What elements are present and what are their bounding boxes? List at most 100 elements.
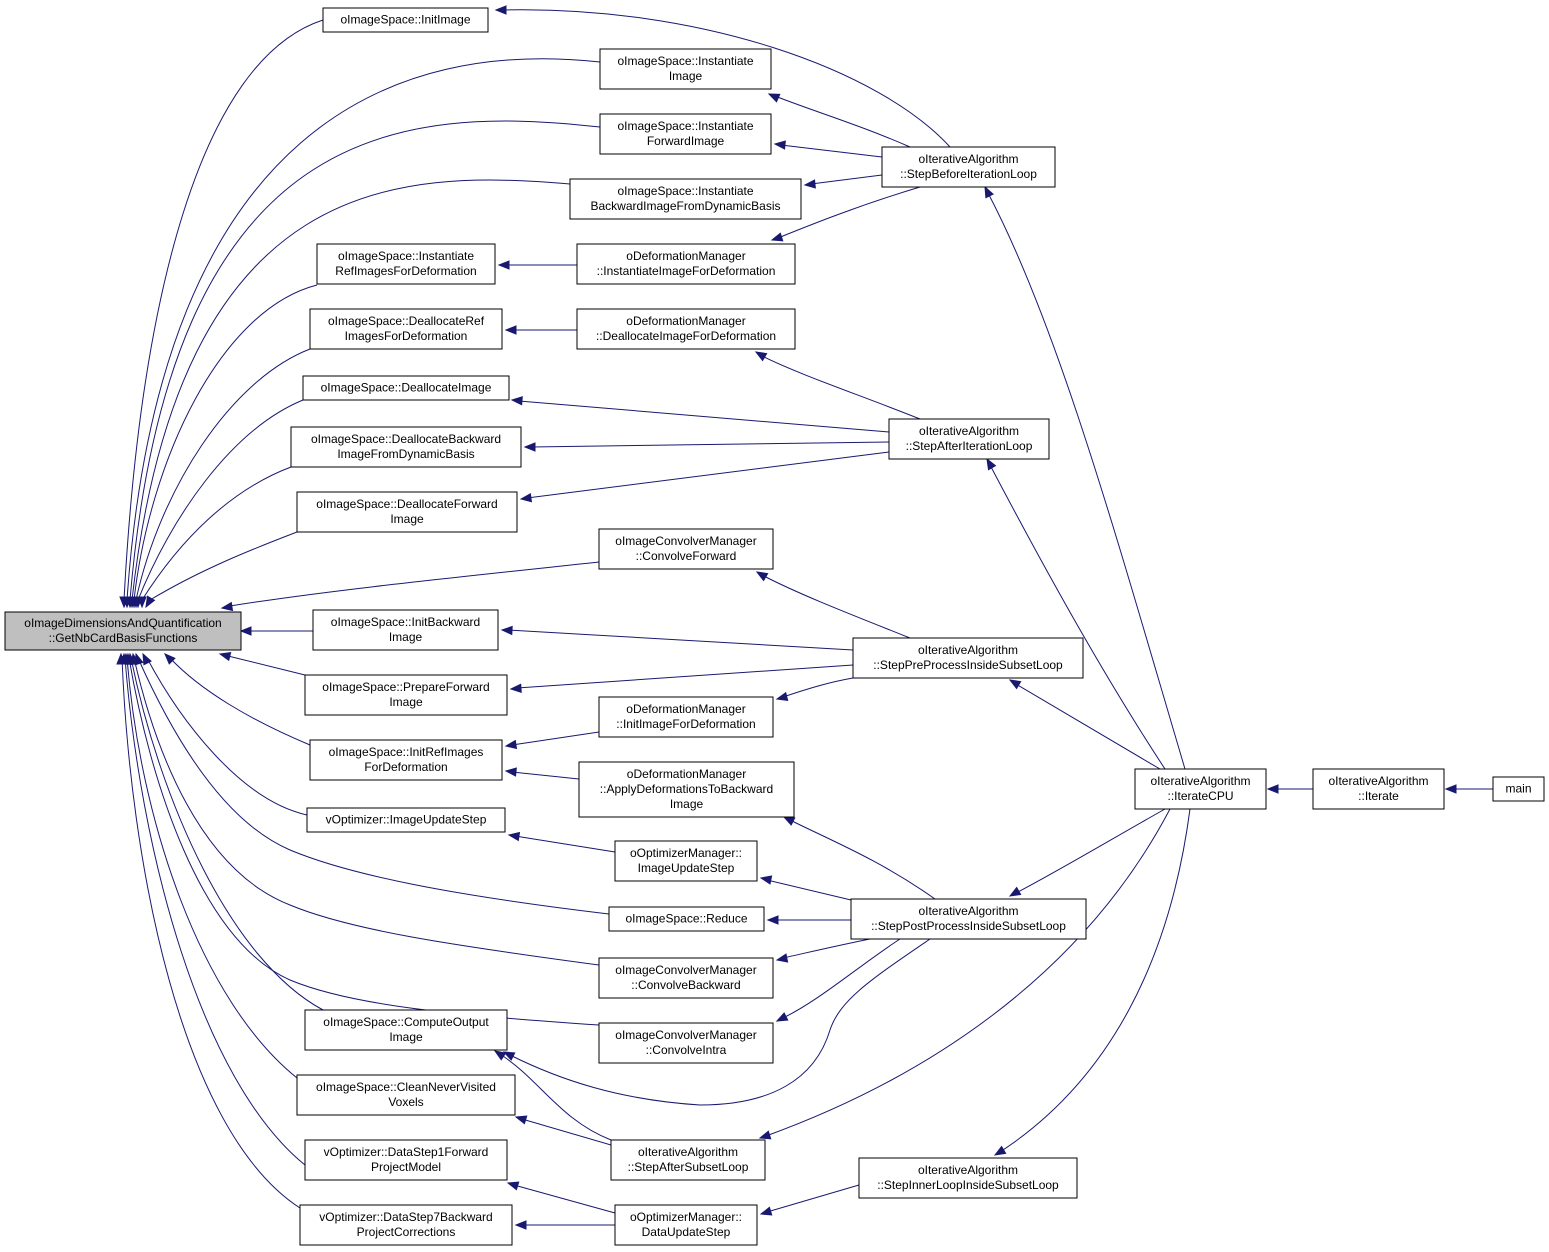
edge-c1-to-i5 [993, 808, 1191, 1156]
node-label-line: ::ConvolveIntra [646, 1043, 727, 1057]
node-label-line: ::StepPostProcessInsideSubsetLoop [871, 919, 1066, 933]
arrowhead-icon [510, 396, 523, 406]
graph-node-m9[interactable]: oImageConvolverManager::ConvolveIntra [598, 1022, 774, 1064]
edge-line [782, 677, 854, 698]
edge-line [513, 1184, 616, 1214]
edge-i3-to-m3 [755, 571, 911, 639]
edge-line [137, 657, 610, 915]
graph-node-m10[interactable]: oIterativeAlgorithm::StepAfterSubsetLoop [610, 1139, 766, 1181]
node-box [852, 637, 1084, 679]
node-label-line: ::ConvolveBackward [631, 978, 740, 992]
graph-node-n13[interactable]: vOptimizer::ImageUpdateStep [306, 807, 506, 833]
graph-node-i2[interactable]: oIterativeAlgorithm::StepAfterIterationL… [888, 418, 1050, 460]
graph-node-i5[interactable]: oIterativeAlgorithm::StepInnerLoopInside… [858, 1157, 1078, 1199]
edge-line [130, 657, 324, 1011]
graph-node-c2[interactable]: oIterativeAlgorithm::Iterate [1312, 768, 1445, 810]
edge-line [124, 657, 306, 1166]
graph-node-i3[interactable]: oIterativeAlgorithm::StepPreProcessInsid… [852, 637, 1084, 679]
graph-node-n2[interactable]: oImageSpace::InstantiateImage [599, 48, 772, 90]
graph-node-n8[interactable]: oImageSpace::DeallocateBackwardImageFrom… [290, 426, 522, 468]
arrowhead-icon [164, 653, 176, 665]
graph-node-i1[interactable]: oIterativeAlgorithm::StepBeforeIteration… [881, 146, 1056, 188]
edge-i1-to-n4 [803, 174, 883, 189]
node-box [1312, 768, 1445, 810]
node-label-line: ::StepInnerLoopInsideSubsetLoop [877, 1178, 1059, 1192]
edge-line [989, 464, 1166, 770]
graph-node-m2[interactable]: oDeformationManager::DeallocateImageForD… [576, 308, 796, 350]
arrowhead-icon [504, 739, 518, 750]
arrowhead-icon [493, 1050, 507, 1061]
edge-line [774, 95, 911, 148]
edge-i2-to-n7 [510, 396, 890, 433]
edge-i3-to-m4 [775, 677, 854, 702]
arrowhead-icon [759, 1206, 773, 1216]
graph-node-n6[interactable]: oImageSpace::DeallocateRefImagesForDefor… [309, 308, 503, 350]
edge-n10-to-root [239, 626, 313, 636]
edge-m10-to-n15 [514, 1115, 612, 1146]
edge-i1-to-m1 [770, 186, 921, 242]
graph-node-n4[interactable]: oImageSpace::InstantiateBackwardImageFro… [569, 178, 802, 220]
graph-node-c1[interactable]: oIterativeAlgorithm::IterateCPU [1134, 768, 1267, 810]
graph-node-m4[interactable]: oDeformationManager::InitImageForDeforma… [598, 696, 774, 738]
edge-m4-to-n12 [504, 731, 600, 750]
arrowhead-icon [514, 1115, 528, 1125]
graph-node-m7[interactable]: oImageSpace::Reduce [608, 906, 765, 932]
graph-node-m8[interactable]: oImageConvolverManager::ConvolveBackward [598, 957, 774, 999]
arrowhead-icon [1008, 886, 1022, 897]
graph-node-i4[interactable]: oIterativeAlgorithm::StepPostProcessInsi… [850, 898, 1087, 940]
edge-m11-to-n16 [506, 1181, 616, 1214]
node-label-line: oImageSpace::Reduce [625, 912, 747, 926]
graph-node-m6[interactable]: oOptimizerManager::ImageUpdateStep [614, 840, 758, 882]
node-label-line: Image [670, 797, 704, 811]
graph-node-m11[interactable]: oOptimizerManager::DataUpdateStep [614, 1204, 758, 1246]
edge-n17-to-root [116, 652, 301, 1209]
edge-i1-to-n1 [494, 5, 951, 148]
graph-node-m5[interactable]: oDeformationManager::ApplyDeformationsTo… [578, 761, 795, 818]
arrowhead-icon [497, 260, 510, 270]
root-node: oImageDimensionsAndQuantification::GetNb… [4, 611, 242, 651]
edge-line [511, 731, 600, 746]
edge-line [1015, 808, 1166, 894]
arrowhead-icon [504, 325, 517, 335]
node-box [312, 609, 499, 651]
arrowhead-icon [759, 875, 773, 885]
graph-node-m1[interactable]: oDeformationManager::InstantiateImageFor… [576, 243, 796, 285]
node-box [598, 957, 774, 999]
edge-c1-to-i3 [1008, 679, 1161, 770]
node-box [576, 243, 796, 285]
node-label-line: ::ApplyDeformationsToBackward [600, 782, 773, 796]
arrowhead-icon [755, 571, 769, 582]
node-label-line: Image [390, 512, 424, 526]
arrowhead-icon [506, 1181, 520, 1191]
edge-line [521, 1118, 612, 1146]
graph-node-main[interactable]: main [1492, 776, 1545, 802]
graph-node-n17[interactable]: vOptimizer::DataStep7BackwardProjectCorr… [299, 1204, 513, 1246]
arrowhead-icon [500, 625, 513, 636]
arrowhead-icon [984, 185, 994, 199]
graph-node-n7[interactable]: oImageSpace::DeallocateImage [302, 375, 510, 401]
node-box [598, 528, 774, 570]
graph-node-n5[interactable]: oImageSpace::InstantiateRefImagesForDefo… [316, 243, 496, 285]
node-box [576, 308, 796, 350]
node-box [569, 178, 802, 220]
node-label-line: vOptimizer::DataStep1Forward [324, 1145, 489, 1159]
graph-node-n1[interactable]: oImageSpace::InitImage [322, 7, 489, 33]
edge-i4-to-m9 [775, 938, 901, 1022]
node-label-line: Image [389, 630, 423, 644]
node-label-line: ::ConvolveForward [636, 549, 737, 563]
node-box [306, 807, 506, 833]
edge-line [507, 629, 854, 651]
edge-i4-to-m5 [782, 816, 936, 900]
graph-node-m3[interactable]: oImageConvolverManager::ConvolveForward [598, 528, 774, 570]
edge-m11-to-n17 [514, 1220, 615, 1230]
edge-line [141, 466, 292, 601]
node-label-line: oOptimizerManager:: [630, 1210, 742, 1224]
